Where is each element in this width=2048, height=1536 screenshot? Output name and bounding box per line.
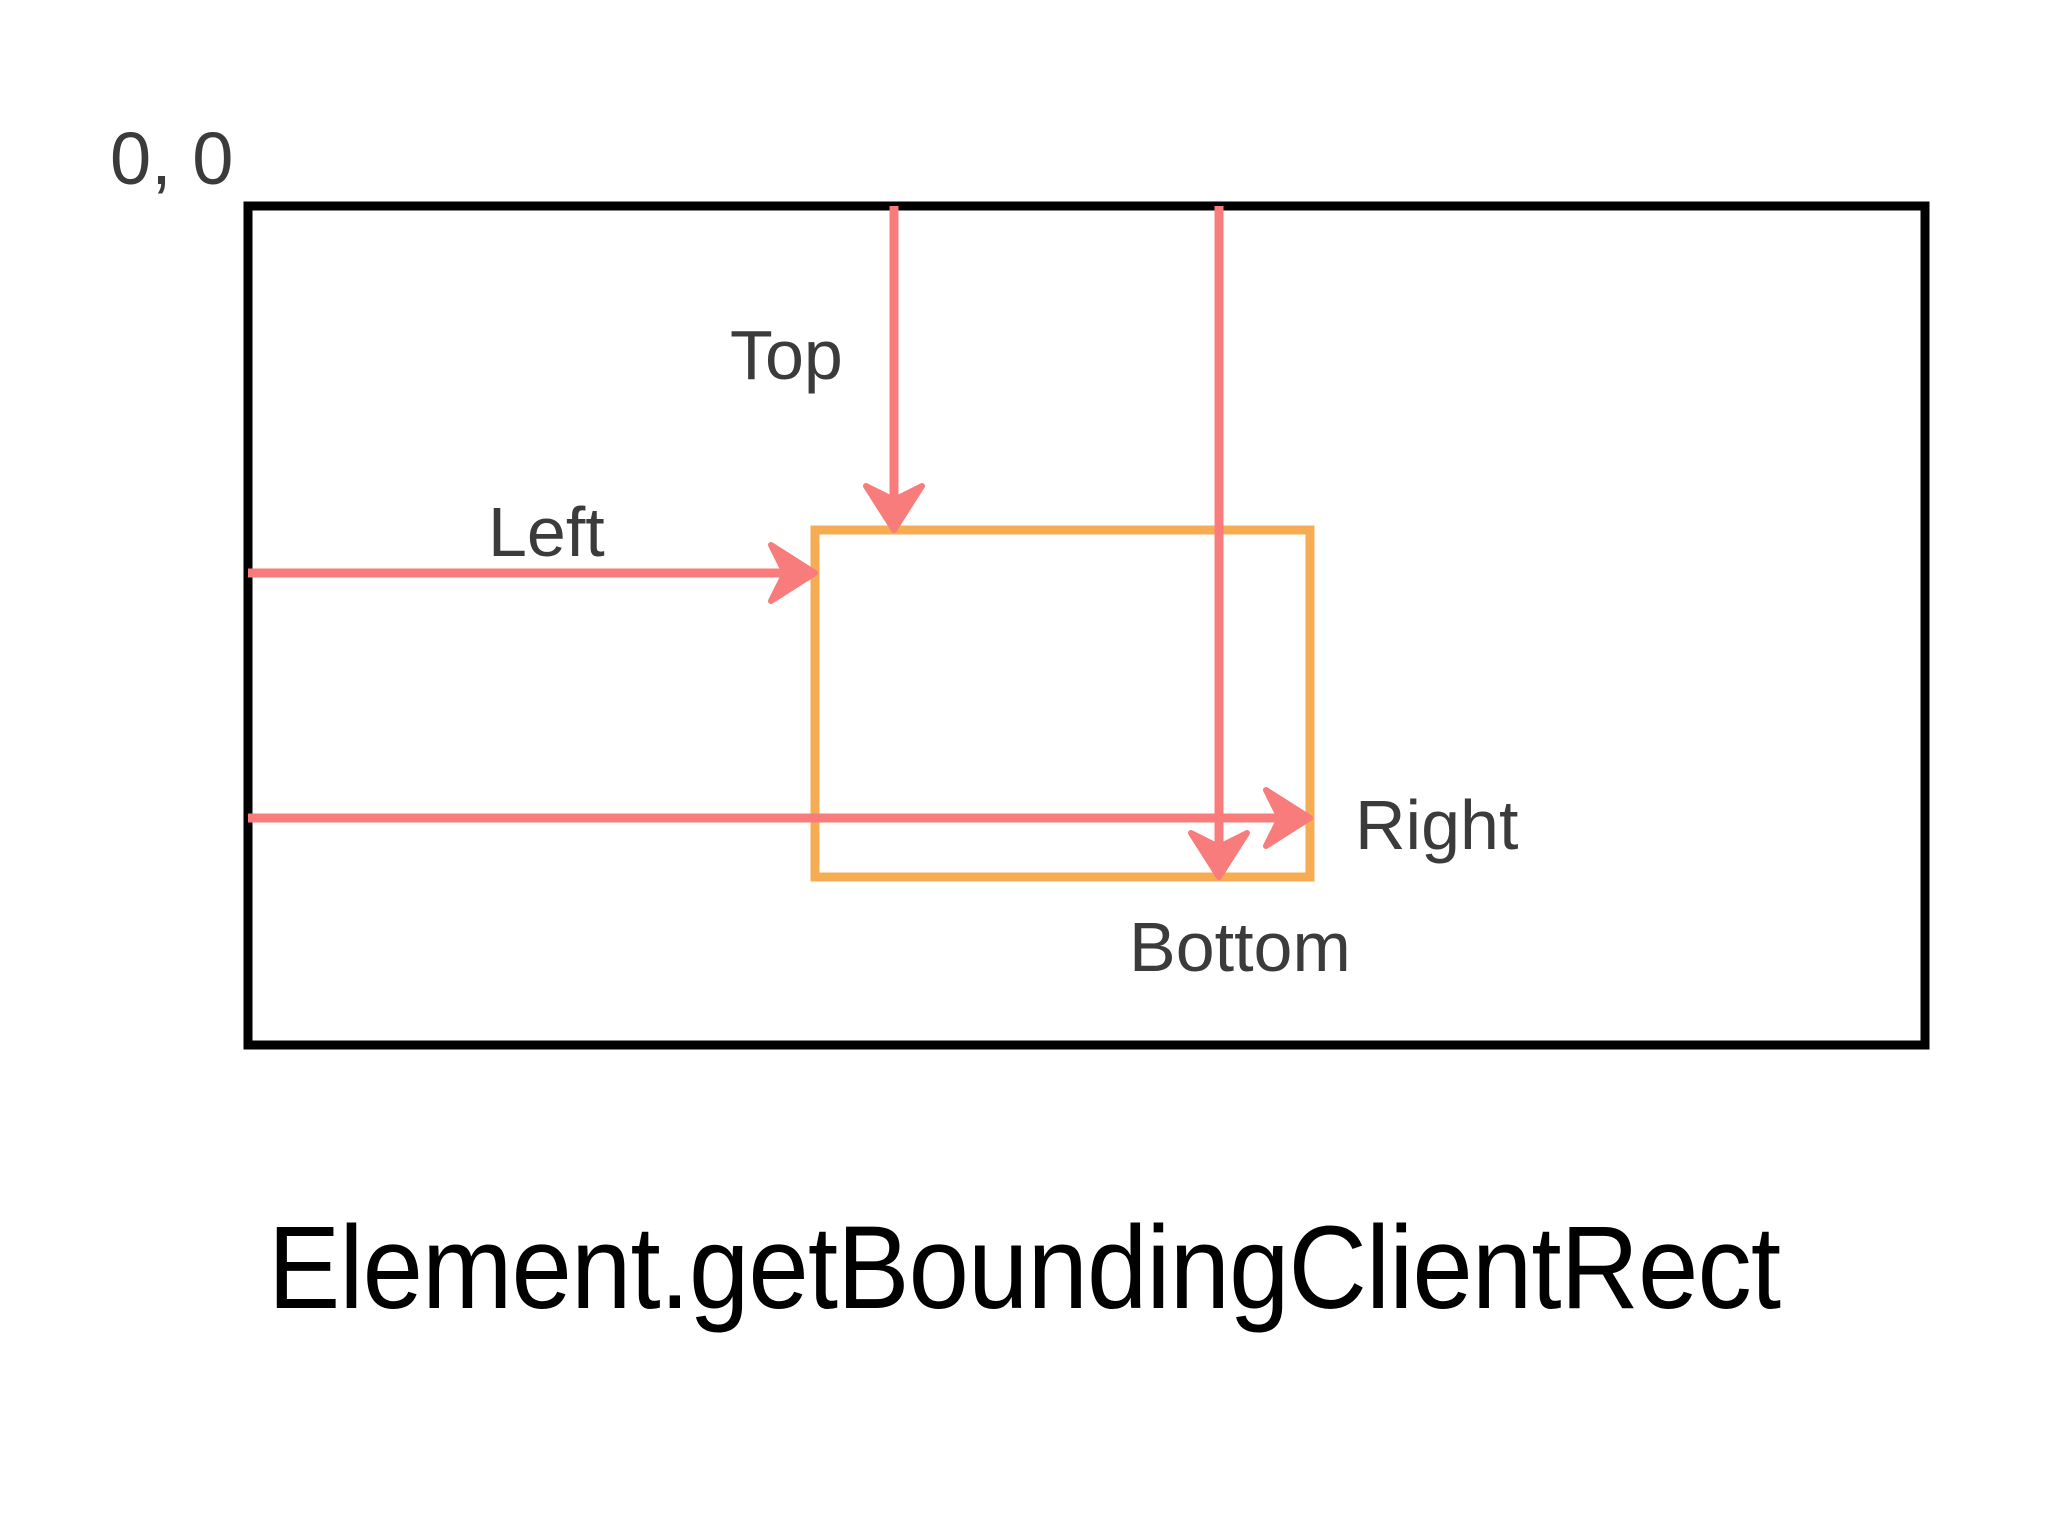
bottom-label: Bottom xyxy=(1129,908,1351,986)
viewport-rectangle xyxy=(243,201,1930,1050)
element-rectangle xyxy=(810,525,1315,882)
top-measurement-arrow xyxy=(863,206,925,533)
right-label: Right xyxy=(1355,786,1519,864)
left-label: Left xyxy=(488,493,605,571)
top-label: Top xyxy=(730,316,843,394)
origin-coordinate-label: 0, 0 xyxy=(110,117,234,200)
diagram-caption: Element.getBoundingClientRect xyxy=(267,1202,1781,1334)
left-measurement-arrow xyxy=(248,542,818,604)
right-measurement-arrow xyxy=(248,787,1313,849)
bottom-measurement-arrow xyxy=(1188,206,1250,880)
